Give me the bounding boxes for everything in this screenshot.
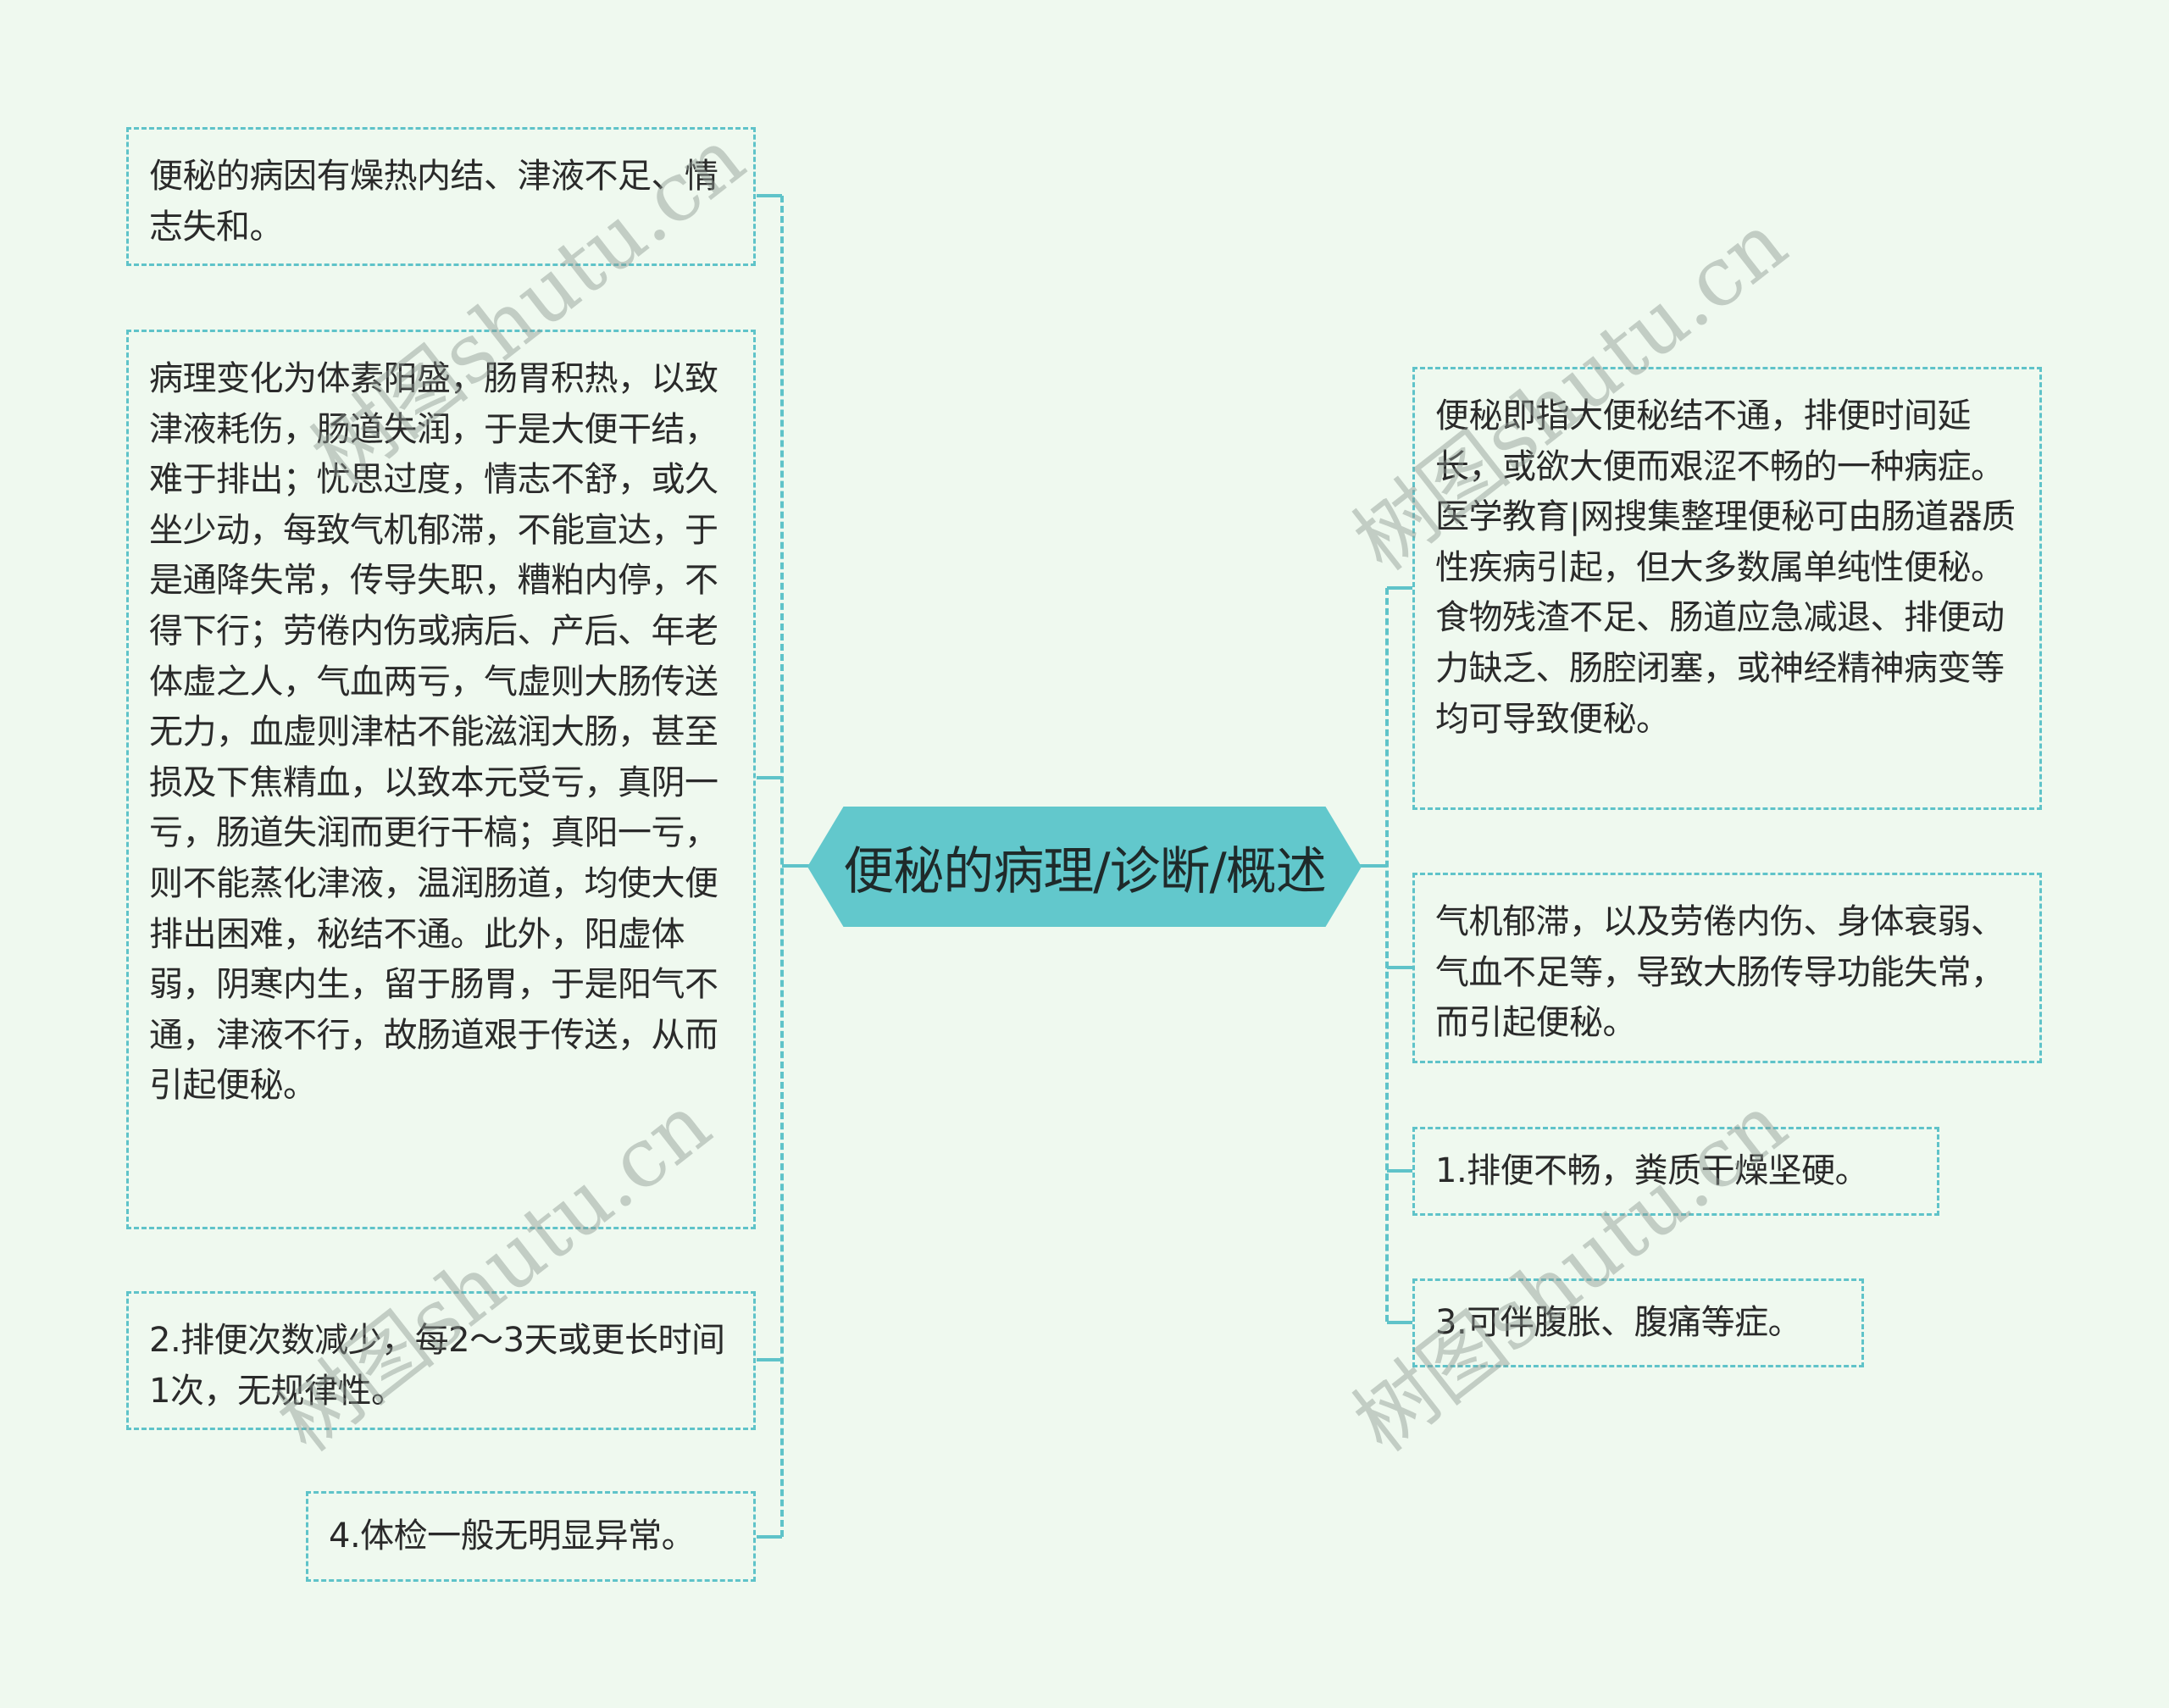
topic-text: 2.排便次数减少，每2～3天或更长时间1次，无规律性。: [149, 1321, 725, 1411]
connector-stub-left-1: [757, 194, 782, 197]
topic-node-right-symptom-3[interactable]: 3.可伴腹胀、腹痛等症。: [1412, 1278, 1864, 1367]
topic-node-right-mechanism[interactable]: 气机郁滞，以及劳倦内伤、身体衰弱、气血不足等，导致大肠传导功能失常，而引起便秘。: [1412, 873, 2042, 1063]
watermark-bottom-right: 树图shutu.cn: [1336, 1076, 1804, 1471]
right-trunk-connector: [1385, 588, 1389, 1322]
topic-node-left-pathology[interactable]: 病理变化为体素阳盛，肠胃积热，以致津液耗伤，肠道失润，于是大便干结，难于排出；忧…: [126, 330, 756, 1229]
topic-text: 便秘的病因有燥热内结、津液不足、情志失和。: [149, 157, 718, 247]
connector-stub-right-2: [1387, 966, 1412, 969]
topic-node-right-symptom-1[interactable]: 1.排便不畅，粪质干燥坚硬。: [1412, 1127, 1939, 1216]
connector-stub-left-3: [757, 1358, 782, 1361]
topic-node-left-symptom-2[interactable]: 2.排便次数减少，每2～3天或更长时间1次，无规律性。: [126, 1291, 756, 1430]
connector-stub-left-2: [757, 776, 782, 779]
topic-node-right-overview[interactable]: 便秘即指大便秘结不通，排便时间延长，或欲大便而艰涩不畅的一种病症。医学教育|网搜…: [1412, 367, 2042, 810]
topic-text: 1.排便不畅，粪质干燥坚硬。: [1435, 1151, 1869, 1190]
connector-center-left: [782, 864, 809, 868]
topic-node-left-causes[interactable]: 便秘的病因有燥热内结、津液不足、情志失和。: [126, 127, 756, 266]
topic-text: 气机郁滞，以及劳倦内伤、身体衰弱、气血不足等，导致大肠传导功能失常，而引起便秘。: [1435, 902, 2005, 1043]
connector-center-right: [1360, 864, 1387, 868]
topic-text: 病理变化为体素阳盛，肠胃积热，以致津液耗伤，肠道失润，于是大便干结，难于排出；忧…: [149, 359, 718, 1106]
topic-node-left-symptom-4[interactable]: 4.体检一般无明显异常。: [306, 1491, 756, 1582]
connector-stub-left-4: [757, 1535, 782, 1539]
topic-text: 4.体检一般无明显异常。: [329, 1516, 696, 1556]
central-topic-node[interactable]: 便秘的病理/诊断/概述: [807, 807, 1362, 927]
topic-text: 3.可伴腹胀、腹痛等症。: [1435, 1302, 1802, 1342]
topic-text: 便秘即指大便秘结不通，排便时间延长，或欲大便而艰涩不畅的一种病症。医学教育|网搜…: [1435, 396, 2016, 739]
connector-stub-right-1: [1387, 586, 1412, 590]
connector-stub-right-3: [1387, 1169, 1412, 1173]
connector-stub-right-4: [1387, 1321, 1412, 1324]
central-topic-label: 便秘的病理/诊断/概述: [843, 841, 1326, 901]
